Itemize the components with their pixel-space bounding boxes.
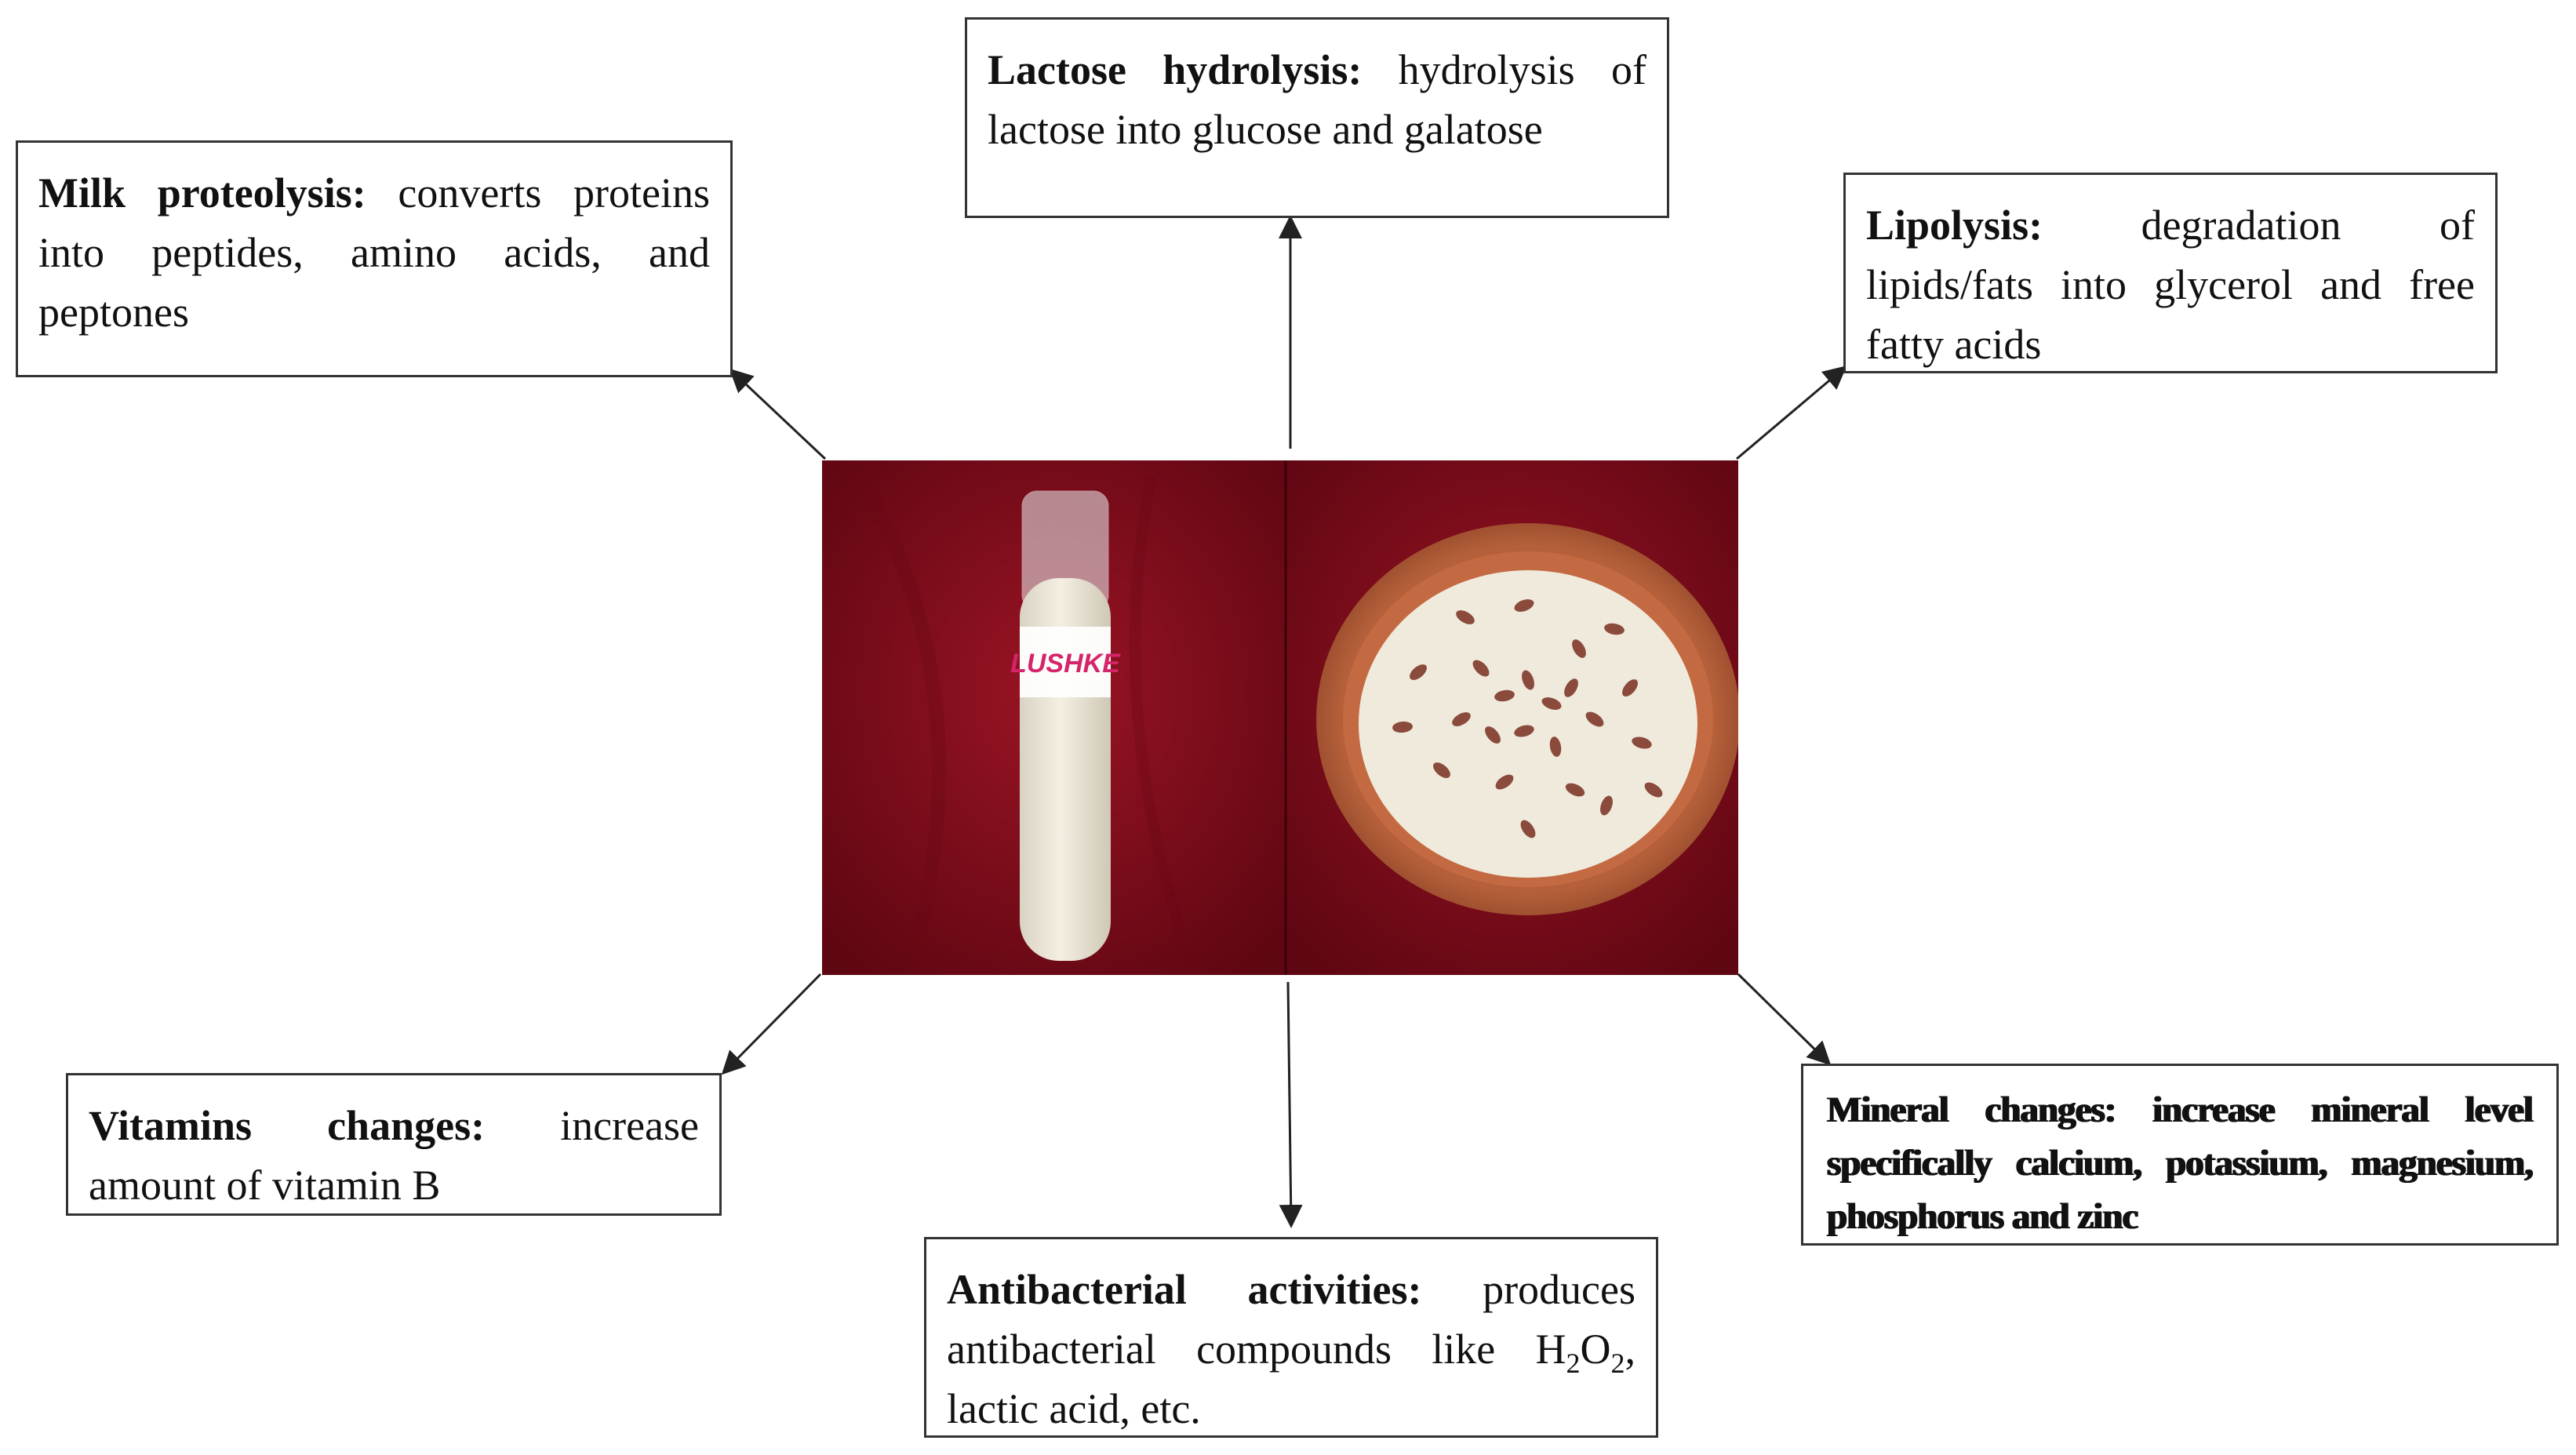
mineral-title: Mineral changes: <box>1827 1089 2153 1130</box>
antibacterial-text-before: produces antibacterial compounds like H <box>947 1266 1635 1373</box>
antibacterial-title: Antibacterial activities: <box>947 1266 1483 1313</box>
lipolysis-title: Lipolysis: <box>1866 202 2141 249</box>
antibacterial-sub1: 2 <box>1566 1347 1581 1379</box>
box-milk-proteolysis: Milk proteolysis: converts proteins into… <box>16 140 733 377</box>
lactose-title: Lactose hydrolysis: <box>988 46 1399 93</box>
tube-label: LUSHKE <box>1010 649 1121 678</box>
box-vitamins-changes: Vitamins changes: increase amount of vit… <box>66 1073 722 1216</box>
bowl-icon <box>1316 523 1738 915</box>
antibacterial-text-after: , lactic acid, etc. <box>947 1326 1635 1432</box>
box-lactose-hydrolysis: Lactose hydrolysis: hydrolysis of lactos… <box>965 17 1669 218</box>
lipolysis-text: degradation of lipids/fats into glycerol… <box>1866 202 2475 368</box>
vitamins-text: increase amount of vitamin B <box>89 1102 699 1209</box>
photo-illustration: LUSHKE <box>822 460 1738 975</box>
product-photo: LUSHKE <box>822 460 1738 975</box>
arrow-to-vitamins <box>721 973 822 1075</box>
mineral-text: increase mineral level specifically calc… <box>1827 1089 2534 1237</box>
arrow-to-lipolysis <box>1736 366 1847 460</box>
antibacterial-mid: O <box>1580 1326 1611 1373</box>
antibacterial-sub2: 2 <box>1610 1347 1625 1379</box>
tube-icon: LUSHKE <box>1010 490 1121 961</box>
box-lipolysis: Lipolysis: degradation of lipids/fats in… <box>1843 173 2498 373</box>
lactose-text: hydrolysis of lactose into glucose and g… <box>988 46 1646 153</box>
arrow-to-mineral <box>1737 973 1832 1066</box>
proteolysis-title: Milk proteolysis: <box>38 169 398 216</box>
vitamins-title: Vitamins changes: <box>89 1102 561 1149</box>
proteolysis-text: converts proteins into peptides, amino a… <box>38 169 711 336</box>
arrow-to-proteolysis <box>729 368 827 460</box>
box-mineral-changes: Mineral changes: increase mineral level … <box>1801 1064 2559 1246</box>
arrow-to-antibacterial <box>1279 981 1303 1228</box>
box-antibacterial-activities: Antibacterial activities: produces antib… <box>924 1237 1658 1438</box>
